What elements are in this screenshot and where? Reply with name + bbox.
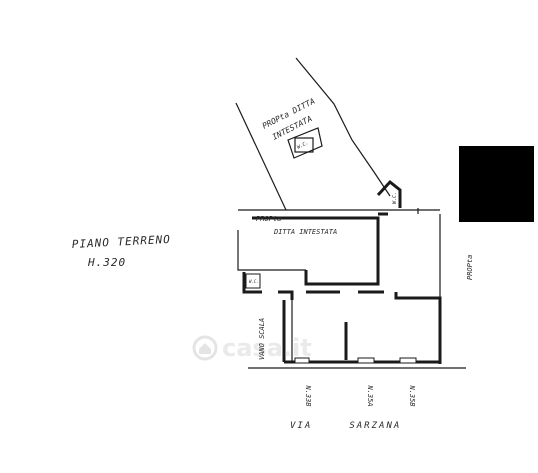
street-name: VIA SARZANA xyxy=(290,421,401,431)
civic-number-1: N.33B xyxy=(304,384,312,406)
upper-courtyard xyxy=(235,57,402,211)
label-box-right: W.C. xyxy=(392,192,398,204)
label-small-box: W.C. xyxy=(296,140,309,151)
black-block xyxy=(459,146,534,222)
label-ditta-2: DITTA INTESTATA xyxy=(273,228,337,236)
civic-number-3: N.35B xyxy=(408,384,416,406)
building-walls xyxy=(237,212,466,369)
label-ditta-1: PROPta xyxy=(256,215,281,223)
watermark: casa.it xyxy=(192,334,312,362)
floor-height: H.320 xyxy=(87,256,126,269)
label-wc: W.C. xyxy=(249,279,259,284)
civic-number-2: N.35A xyxy=(366,384,374,406)
floor-title: PIANO TERRENO xyxy=(71,233,171,251)
wc-box xyxy=(245,273,261,289)
label-proprieta-right: PROPta xyxy=(466,255,474,280)
watermark-text: casa.it xyxy=(222,334,312,362)
label-vano-scala: VANO SCALA xyxy=(258,318,266,360)
